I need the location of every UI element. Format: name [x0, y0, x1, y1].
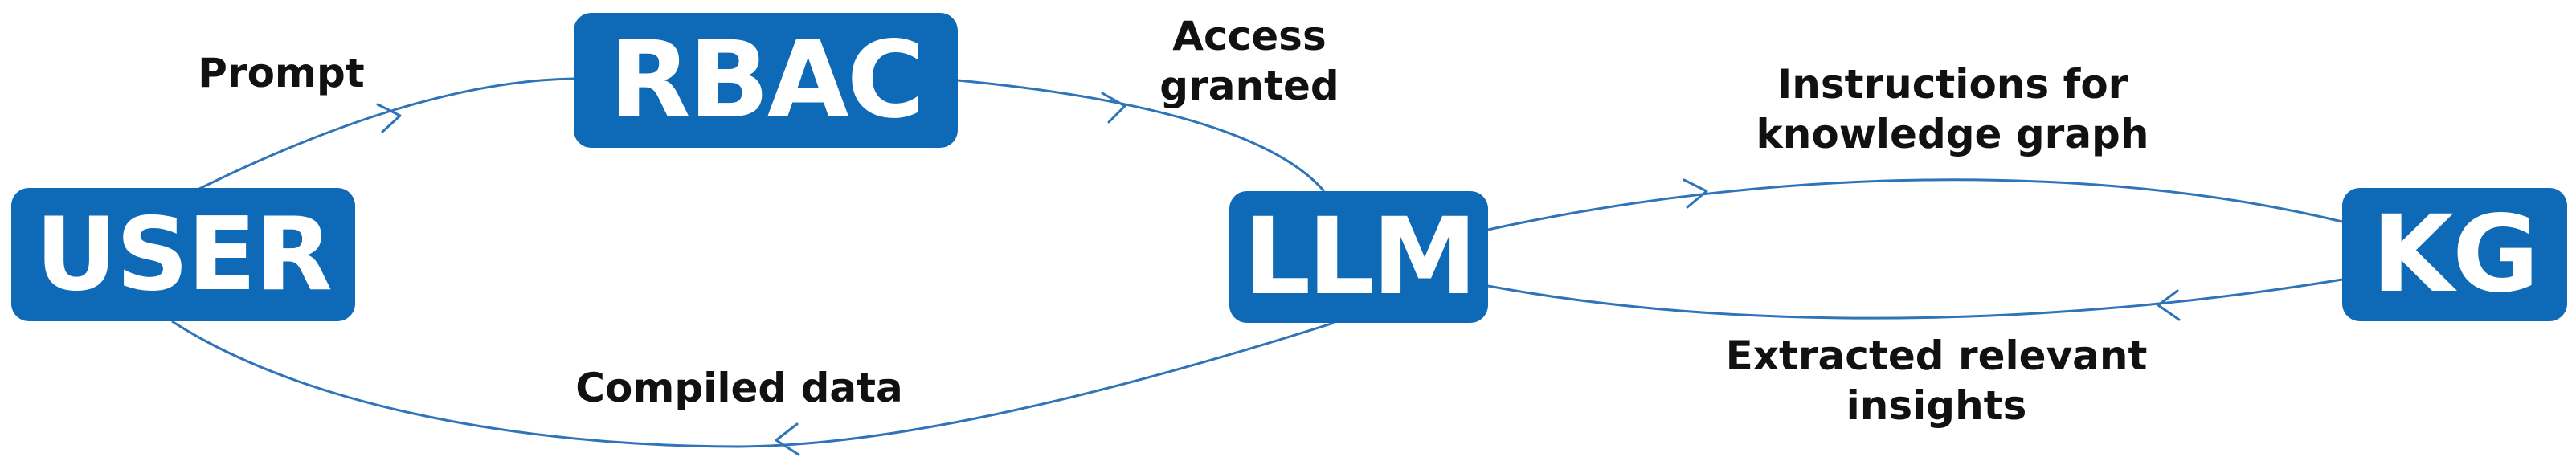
arrowhead-extracted: [2157, 289, 2181, 321]
node-kg-label: KG: [2371, 193, 2540, 316]
node-rbac: RBAC: [574, 13, 958, 148]
edge-label-access-granted: Access granted: [1109, 11, 1390, 111]
arrowhead-prompt: [376, 103, 402, 133]
node-user: USER: [11, 188, 355, 321]
edge-rbac-to-llm: [957, 79, 1326, 192]
node-llm: LLM: [1229, 191, 1488, 323]
edge-kg-to-llm: [1487, 278, 2343, 320]
edge-label-prompt-text: Prompt: [198, 50, 365, 96]
edge-label-instructions-line-1: Instructions for: [1777, 61, 2128, 108]
edge-label-extracted-line-2: insights: [1846, 382, 2027, 429]
edge-label-access-line-1: Access: [1172, 13, 1327, 59]
edge-label-instructions: Instructions for knowledge graph: [1671, 59, 2234, 159]
node-rbac-label: RBAC: [609, 18, 924, 142]
arrowhead-compiled: [775, 422, 800, 456]
node-llm-label: LLM: [1243, 195, 1478, 319]
edge-label-compiled-data: Compiled data: [530, 363, 948, 413]
edge-label-extracted-line-1: Extracted relevant: [1725, 333, 2148, 379]
edge-label-access-line-2: granted: [1159, 63, 1339, 109]
arrowhead-access: [1101, 92, 1126, 124]
edge-llm-to-kg: [1487, 178, 2343, 231]
edge-label-compiled-text: Compiled data: [575, 365, 903, 411]
edge-llm-to-user: [171, 320, 1335, 448]
edge-label-instructions-line-2: knowledge graph: [1756, 111, 2149, 157]
node-user-label: USER: [35, 195, 333, 313]
edge-label-extracted: Extracted relevant insights: [1655, 331, 2218, 430]
edge-label-prompt: Prompt: [161, 48, 402, 98]
arrowhead-instructions: [1683, 178, 1708, 209]
node-kg: KG: [2342, 188, 2567, 321]
edge-user-to-rbac: [197, 77, 574, 191]
